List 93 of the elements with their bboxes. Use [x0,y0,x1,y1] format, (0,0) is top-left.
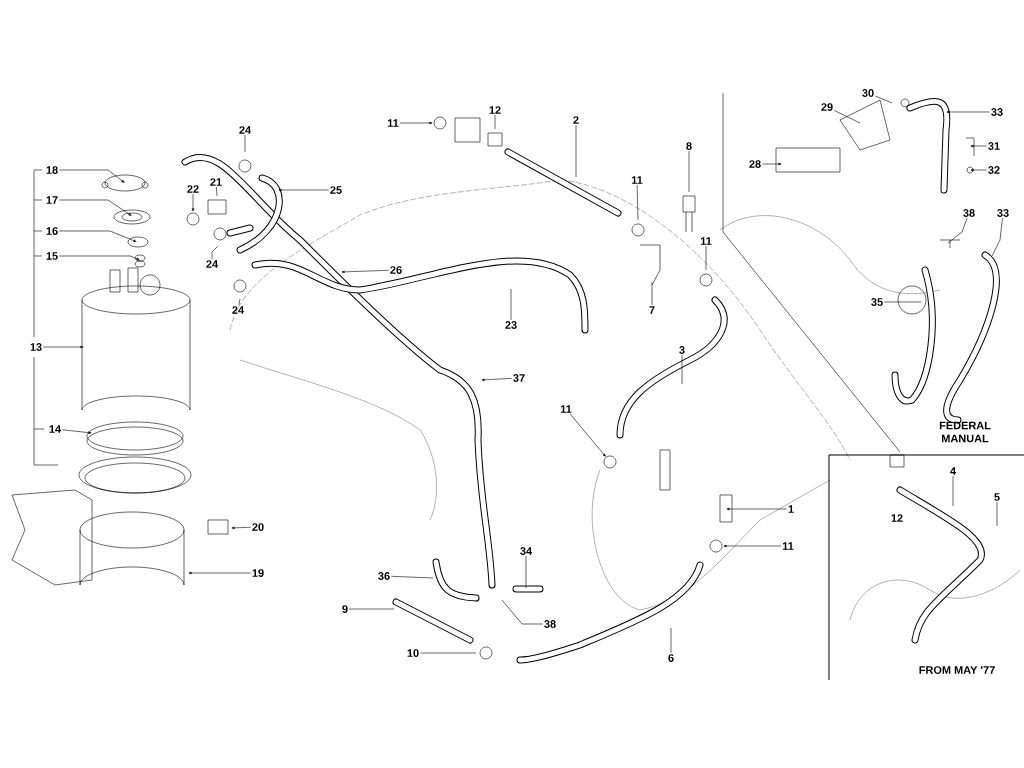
leader-line [341,269,390,274]
leader-line [188,571,251,575]
leader-line [510,288,512,321]
leader-line [946,110,990,114]
callout-number: 36 [378,572,390,580]
callout-number: 3 [679,346,685,354]
callout-number: 24 [232,306,245,314]
callout-number: 16 [46,227,58,235]
callout-number: 34 [520,547,533,555]
leader-line [59,199,132,216]
callout-number: 11 [560,405,572,413]
leader-line [231,526,251,530]
leader-line [834,110,861,124]
leader-line [43,345,84,349]
callout-number: 35 [871,298,883,306]
leader-line [705,245,707,271]
leader-line [575,124,577,178]
note-label: 12 [891,514,903,522]
leader-line [62,429,92,434]
leader-line [391,576,434,579]
leader-line [59,255,140,260]
callout-number: 19 [252,569,264,577]
callout-number: 4 [950,467,956,475]
leader-line [884,301,922,303]
callout-number: 31 [988,142,1000,150]
callout-number: 33 [991,108,1003,116]
callout-number: 8 [686,142,692,150]
leader-line [525,555,527,589]
callout-number: 33 [997,209,1009,217]
leader-line [681,354,683,385]
callout-number: 30 [862,89,874,97]
leader-line [216,186,218,197]
note-label: FROM MAY '77 [919,666,995,674]
leader-line [569,413,606,457]
callout-number: 17 [46,196,58,204]
callout-number: 14 [49,425,62,433]
callout-number: 25 [330,186,342,194]
leader-line [501,599,543,625]
leader-line [996,501,998,527]
leader-line [636,184,639,221]
callout-number: 15 [46,252,58,260]
leader-line [723,544,782,548]
callout-number: 9 [342,605,348,613]
callout-number: 7 [649,306,655,314]
callout-number: 5 [994,493,1000,501]
callout-number: 13 [30,343,42,351]
callout-number: 24 [239,126,252,134]
leader-line [420,652,477,654]
callout-number: 24 [206,260,219,268]
leader-line [59,230,137,242]
callout-number: 23 [505,321,517,329]
leader-line [278,188,330,192]
callout-number: 26 [390,266,402,274]
leader-line [726,507,788,511]
leader-line [494,114,496,130]
callout-number: 2 [573,116,579,124]
callout-number: 29 [821,103,833,111]
leader-line [481,378,512,382]
callout-number: 20 [252,523,264,531]
note-label: FEDERAL MANUAL [939,421,991,443]
leader-line [651,281,653,306]
callout-number: 11 [782,542,794,550]
callout-number: 21 [210,178,222,186]
leader-line [191,193,195,212]
leader-line [970,168,987,172]
callout-number: 38 [963,209,975,217]
leader-line [947,217,968,244]
leader-line [875,95,893,104]
leader-line [244,134,246,153]
callout-number: 1 [788,505,794,513]
callout-number: 37 [513,374,525,382]
leader-line [991,217,1003,257]
leader-line [670,627,672,654]
callout-number: 38 [544,620,556,628]
leader-line [399,121,433,125]
callout-number: 6 [668,654,674,662]
leader-line [688,150,690,193]
callout-number: 10 [407,649,419,657]
callout-number: 32 [988,166,1000,174]
callout-number: 11 [631,176,643,184]
leader-line [211,245,219,260]
leader-line [59,169,125,183]
callout-number: 28 [749,160,761,168]
leader-line [348,608,395,610]
leader-line [970,144,987,148]
callout-number: 11 [700,237,712,245]
callout-number: 11 [387,119,399,127]
leader-line [952,475,954,507]
callout-number: 12 [489,106,501,114]
leader-line [238,298,241,306]
leader-line [762,162,782,166]
callout-number: 22 [187,185,199,193]
callout-number: 18 [46,166,58,174]
